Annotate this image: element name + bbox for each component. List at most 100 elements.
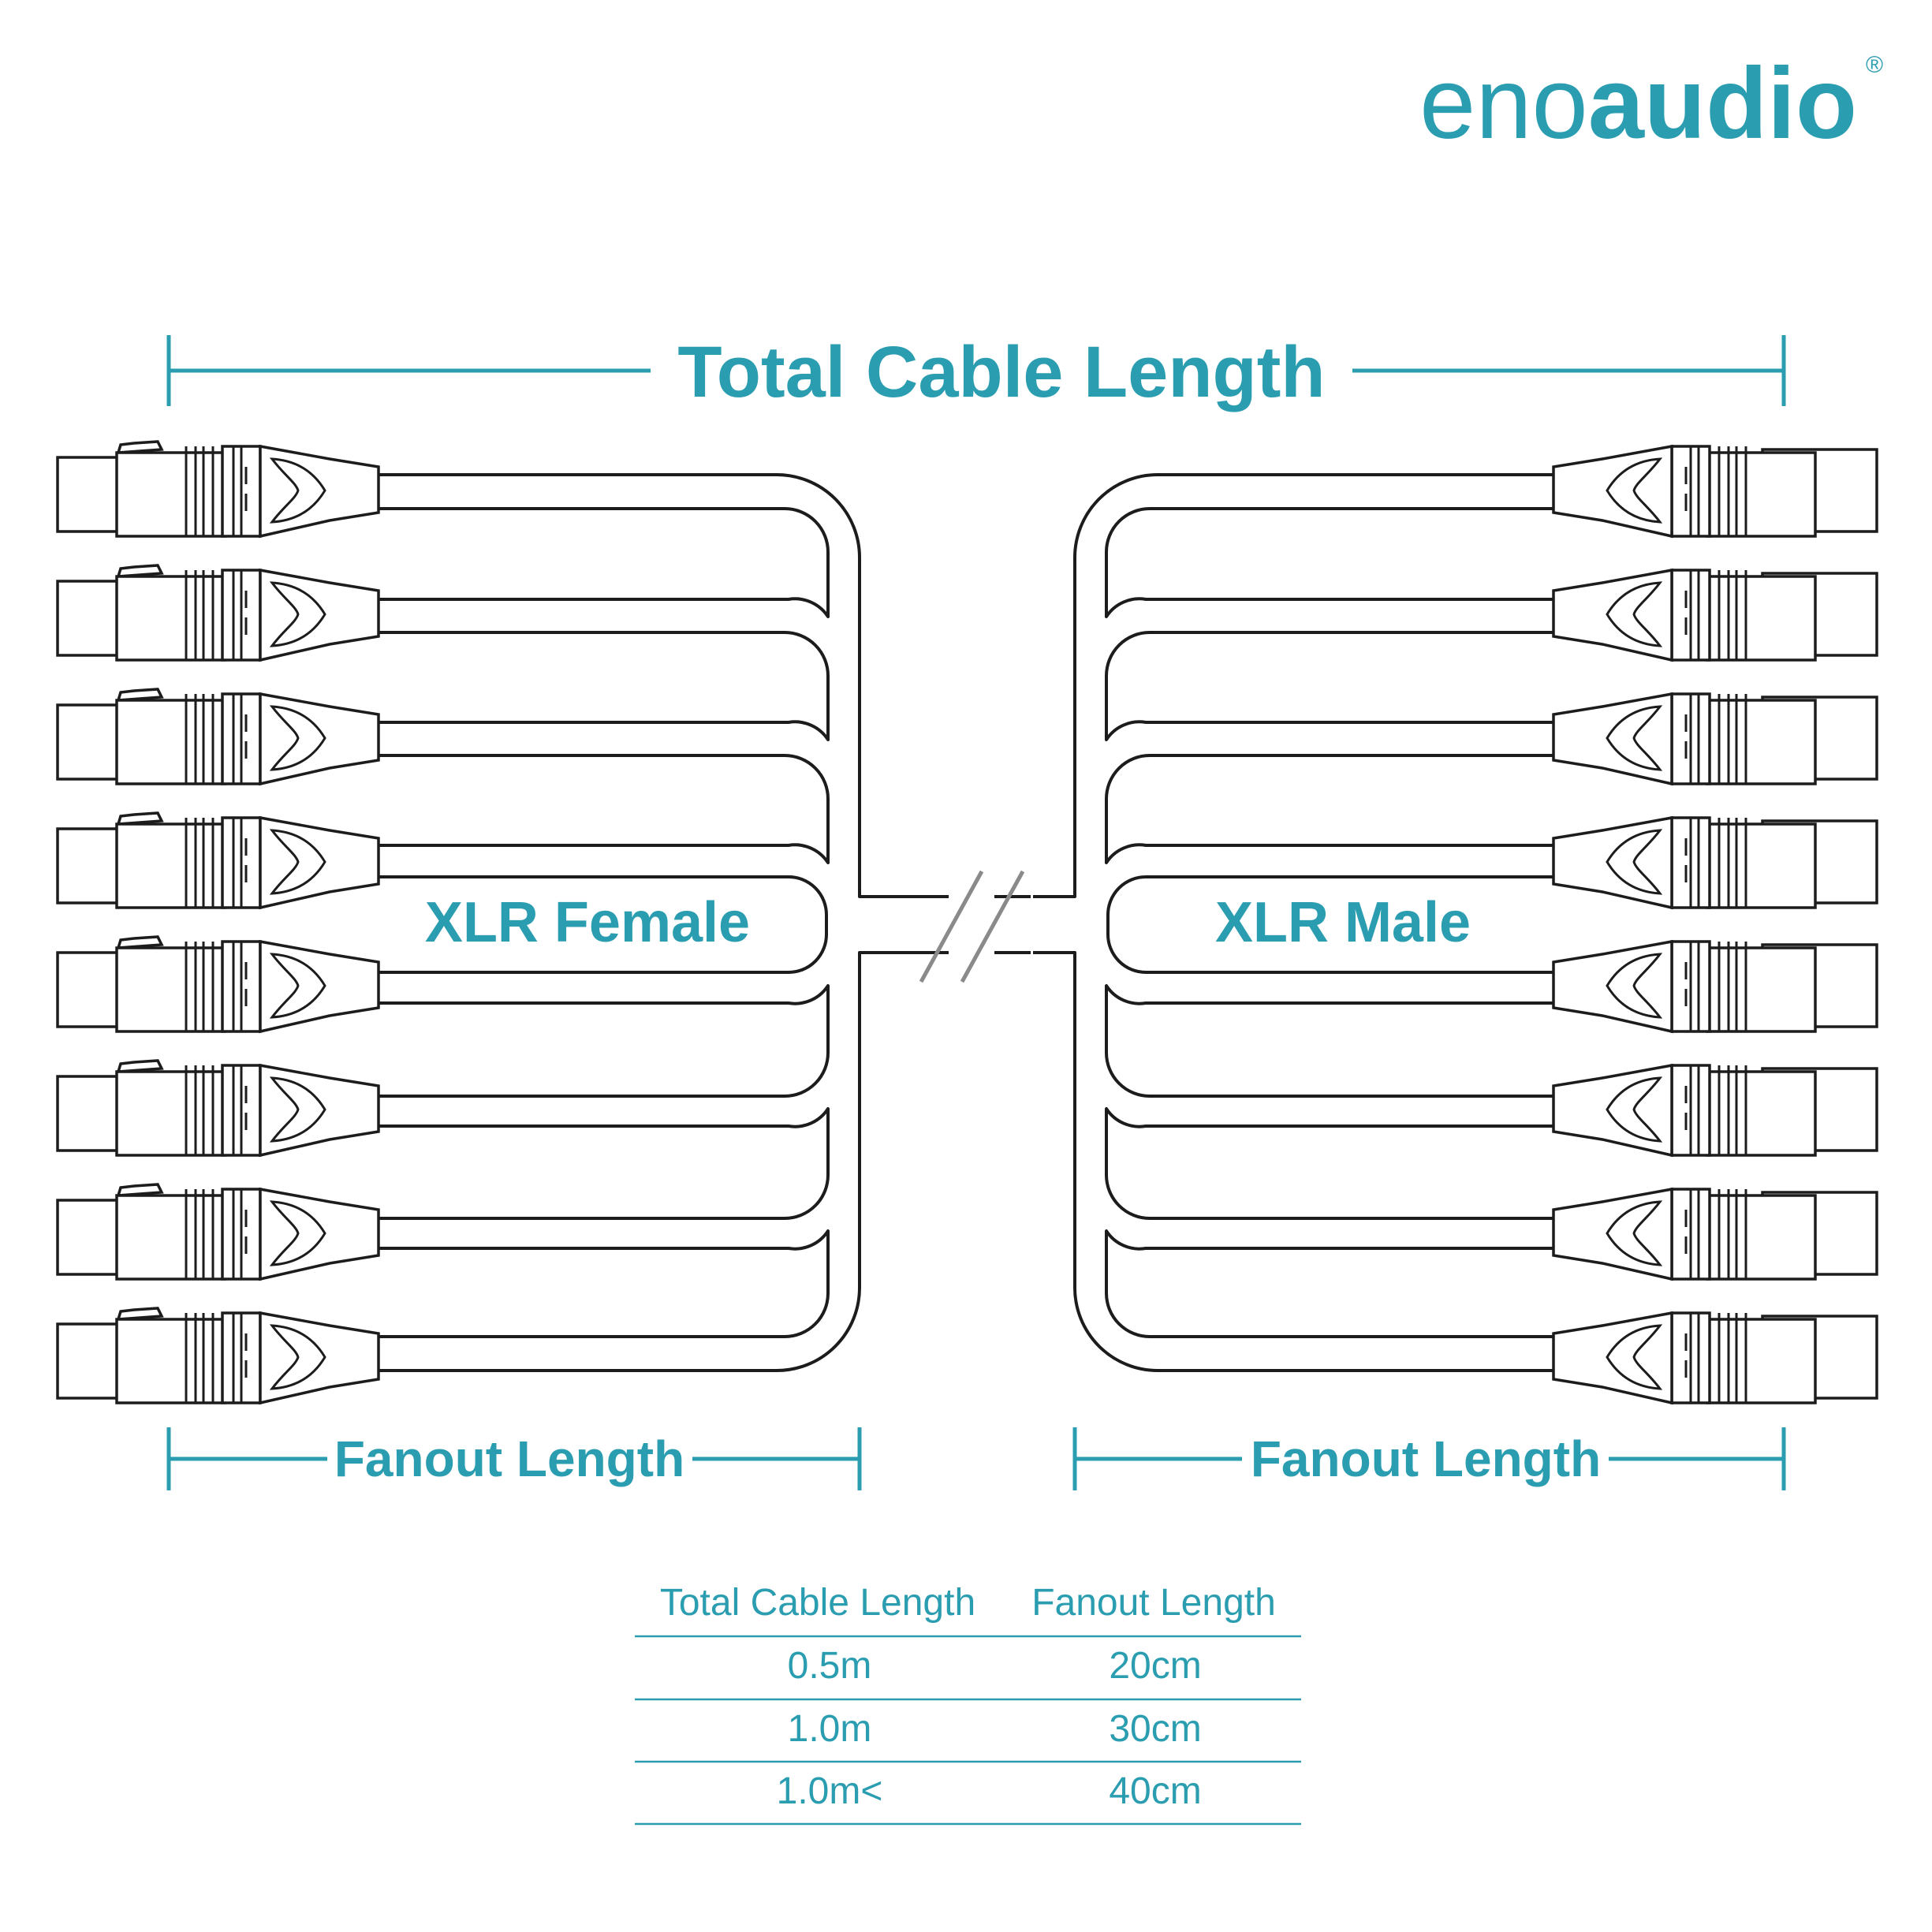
spec-table-cell: 30cm <box>1109 1708 1201 1750</box>
connector-shell <box>115 1194 226 1281</box>
svg-text:enoaudio: enoaudio <box>1419 47 1857 160</box>
right-cable-channel-7 <box>1105 1229 1569 1338</box>
strain-relief-boot <box>259 1311 380 1405</box>
spec-table-cell: 1.0m <box>788 1708 872 1750</box>
left-outer-cable-top <box>379 473 1031 898</box>
right-cable-channel-4 <box>1106 875 1569 974</box>
left-fanout-dimension: Fanout Length <box>166 1427 862 1490</box>
left-fanout-cables: XLR Female <box>379 473 1031 1372</box>
xlr-male-connector <box>1552 1311 1878 1405</box>
left-cable-channel-3 <box>379 754 830 864</box>
connector-shell <box>115 1318 226 1404</box>
strain-relief-boot <box>259 692 380 786</box>
strain-relief-boot <box>1552 1311 1673 1405</box>
strain-relief-boot <box>259 444 380 539</box>
xlr-socket-tip <box>56 827 120 904</box>
connector-shell <box>115 451 226 538</box>
left-cable-channel-1 <box>379 507 830 618</box>
strain-relief-boot <box>1552 568 1673 662</box>
strain-relief-boot <box>259 1187 380 1281</box>
left-cable-channel-7 <box>379 1229 830 1338</box>
strain-relief-boot <box>259 568 380 662</box>
connector-shell <box>115 699 226 785</box>
xlr-male-connector <box>1552 1063 1878 1158</box>
strain-relief-boot <box>259 1063 380 1158</box>
boot-chevron <box>269 705 326 771</box>
strain-relief-boot <box>1552 1063 1673 1158</box>
xlr-female-connector <box>56 564 380 662</box>
xlr-female-connector <box>56 935 380 1034</box>
boot-chevron <box>269 581 326 647</box>
boot-chevron <box>1606 1076 1663 1143</box>
right-outer-cable-bottom <box>1033 951 1569 1372</box>
xlr-socket-tip <box>56 456 120 533</box>
xlr-male-connector <box>1552 815 1878 910</box>
right-cable-channel-6 <box>1105 1107 1569 1220</box>
connector-shell <box>1706 575 1817 662</box>
xlr-female-connector <box>56 811 380 910</box>
left-outer-cable-bottom <box>379 951 1031 1372</box>
strain-relief-boot <box>1552 939 1673 1034</box>
cable-break-line-right <box>960 870 1025 983</box>
connector-shell <box>1706 699 1817 785</box>
xlr-socket-tip <box>56 1322 120 1400</box>
right-fanout-label: Fanout Length <box>1251 1430 1601 1487</box>
latch-tab-icon <box>116 564 164 578</box>
xlr-socket-tip <box>56 1075 120 1152</box>
left-fanout-label: Fanout Length <box>334 1430 684 1487</box>
connector-shell <box>115 575 226 662</box>
xlr-female-connector <box>56 1183 380 1281</box>
boot-chevron <box>1606 953 1663 1019</box>
xlr-male-connectors <box>1552 444 1878 1405</box>
latch-tab-icon <box>116 440 164 454</box>
boot-chevron <box>269 1200 326 1266</box>
right-cable-channel-5 <box>1105 984 1569 1098</box>
connector-shell <box>115 946 226 1033</box>
connector-shell <box>1706 1070 1817 1157</box>
boot-chevron <box>1606 581 1663 647</box>
strain-relief-boot <box>1552 1187 1673 1281</box>
xlr-male-label: XLR Male <box>1215 891 1471 954</box>
connector-shell <box>1706 822 1817 909</box>
xlr-socket-tip <box>56 951 120 1028</box>
xlr-socket-tip <box>56 1199 120 1276</box>
boot-chevron <box>1606 829 1663 895</box>
xlr-male-connector <box>1552 1187 1878 1281</box>
latch-tab-icon <box>116 1059 164 1073</box>
right-outer-cable-top <box>1033 473 1569 898</box>
xlr-female-connectors <box>56 440 380 1405</box>
xlr-socket-tip <box>56 580 120 657</box>
brand-logo-light: eno <box>1419 47 1588 160</box>
latch-tab-icon <box>116 688 164 702</box>
boot-chevron <box>1606 1200 1663 1266</box>
boot-chevron <box>269 953 326 1019</box>
connector-shell <box>1706 1194 1817 1281</box>
xlr-male-connector <box>1552 692 1878 786</box>
xlr-female-connector <box>56 440 380 539</box>
total-length-label: Total Cable Length <box>677 332 1325 412</box>
latch-tab-icon <box>116 1183 164 1197</box>
right-cable-channel-1 <box>1105 507 1569 618</box>
boot-chevron <box>269 1324 326 1390</box>
left-cable-channel-6 <box>379 1107 830 1220</box>
xlr-female-connector <box>56 1059 380 1158</box>
left-cable-channel-4 <box>379 875 828 974</box>
strain-relief-boot <box>1552 815 1673 910</box>
boot-chevron <box>269 1076 326 1143</box>
cable-break-line-left <box>919 870 984 983</box>
spec-table-header-fanout: Fanout Length <box>1031 1582 1276 1624</box>
xlr-female-connector <box>56 688 380 786</box>
strain-relief-boot <box>259 939 380 1034</box>
connector-shell <box>1706 1318 1817 1404</box>
boot-chevron <box>1606 457 1663 524</box>
boot-chevron <box>1606 705 1663 771</box>
right-cable-channel-2 <box>1105 631 1569 741</box>
right-fanout-cables: XLR Male <box>1033 473 1569 1372</box>
total-length-dimension: Total Cable Length <box>166 332 1786 412</box>
connector-shell <box>115 822 226 909</box>
xlr-male-connector <box>1552 568 1878 662</box>
connector-shell <box>115 1070 226 1157</box>
xlr-female-label: XLR Female <box>425 891 750 954</box>
connector-shell <box>1706 451 1817 538</box>
